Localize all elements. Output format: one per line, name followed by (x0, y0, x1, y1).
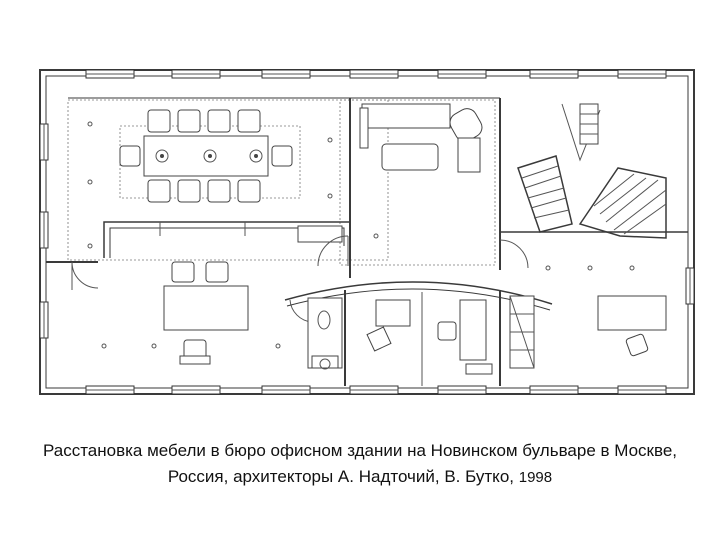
caption-line-2-text: Россия, архитекторы А. Надточий, В. Бутк… (167, 467, 514, 486)
right-office (597, 295, 667, 357)
reception-counter (103, 221, 351, 258)
bathroom (307, 297, 343, 370)
windows-bottom (85, 385, 667, 395)
office-desk (163, 261, 249, 365)
caption-year: 1998 (518, 469, 553, 486)
conference-chairs (119, 109, 293, 203)
figure-caption: Расстановка мебели в бюро офисном здании… (0, 438, 720, 491)
floor-plan-drawing (39, 69, 695, 395)
ceiling-lights (87, 121, 635, 349)
staircase (517, 103, 667, 239)
caption-line-2: Россия, архитекторы А. Надточий, В. Бутк… (0, 464, 720, 491)
caption-line-1: Расстановка мебели в бюро офисном здании… (42, 441, 678, 460)
windows-top (85, 69, 667, 79)
small-offices (366, 292, 493, 386)
shelving (509, 295, 535, 369)
doors (71, 235, 529, 323)
lounge-furniture (359, 103, 483, 173)
conference-table (143, 135, 269, 177)
windows-sides (39, 123, 695, 339)
